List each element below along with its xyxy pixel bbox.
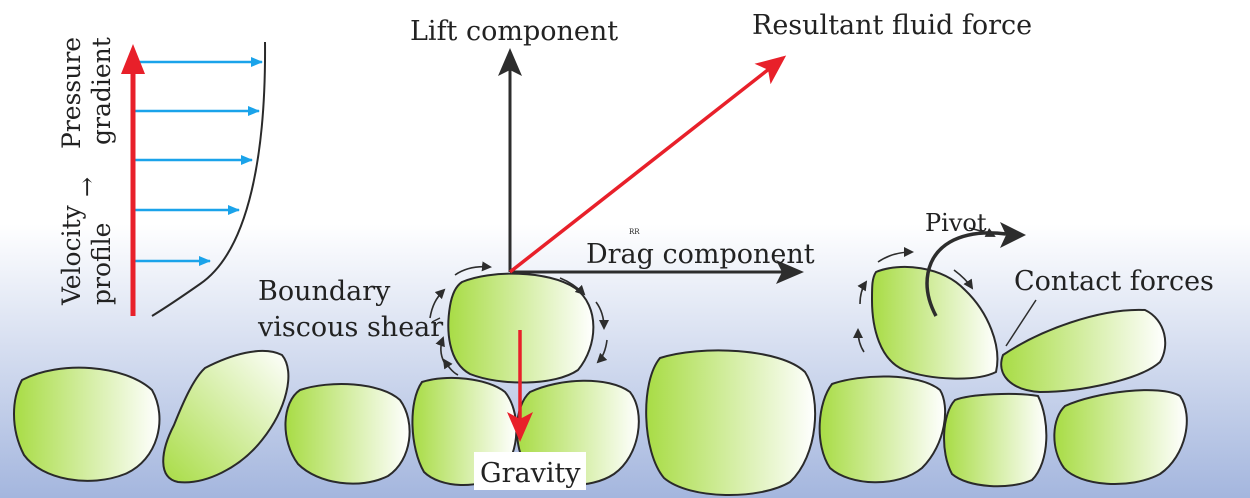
boundary-leader-line [431,317,441,323]
pressure-label-line2: gradient [87,37,116,145]
velocity-pressure-label: Velocity profile → Pressure gradient [57,37,116,306]
sediment-bed [13,265,1188,496]
entrained-grain [447,272,595,384]
shear-arrow [429,288,446,319]
sediment-grain [284,383,411,485]
sediment-grain [162,349,290,484]
velocity-label-line2: profile [87,223,116,305]
sediment-grain [1000,308,1167,394]
pivot-rotation-arrow [925,231,1007,317]
shear-arrow [596,339,608,364]
drag-label: Drag component [586,239,815,270]
shear-arrow [853,328,865,353]
shear-arrow [454,261,492,276]
pivoting-grain [870,265,999,380]
pressure-arrowhead [121,44,145,74]
resultant-force-vector [508,55,787,274]
shear-arrow [595,301,609,330]
shear-arrow [877,247,914,263]
pressure-label-line1: Pressure [57,37,86,149]
resultant-label: Resultant fluid force [752,10,1032,41]
lift-label: Lift component [410,16,618,47]
velocity-profile [121,41,267,317]
shear-arrow [968,227,996,237]
pivot-arrowhead [1000,222,1026,248]
gravity-label: Gravity [480,458,581,489]
shear-arrow [559,277,586,296]
velocity-label-line1: Velocity [57,204,86,306]
sediment-grain [13,366,161,482]
arrow-glyph: → [73,177,101,197]
pivot-label: Pivot [925,209,987,237]
boundary-shear-arrows [429,227,996,376]
contact-leader-line [1005,299,1037,347]
boundary-label-line1: Boundary [258,276,391,307]
boundary-label-line2: viscous shear [257,312,443,343]
sediment-grain [818,375,947,484]
velocity-profile-curve [151,41,267,317]
shear-arrow [953,269,974,290]
sediment-grain [1053,389,1188,485]
sediment-grain [645,349,817,496]
shear-arrow [857,280,868,305]
watermark: RR [629,228,640,236]
shear-arrow [442,358,459,376]
contact-forces-label: Contact forces [1014,266,1214,297]
sediment-grain [943,392,1048,488]
gravity-label-background [474,452,586,490]
